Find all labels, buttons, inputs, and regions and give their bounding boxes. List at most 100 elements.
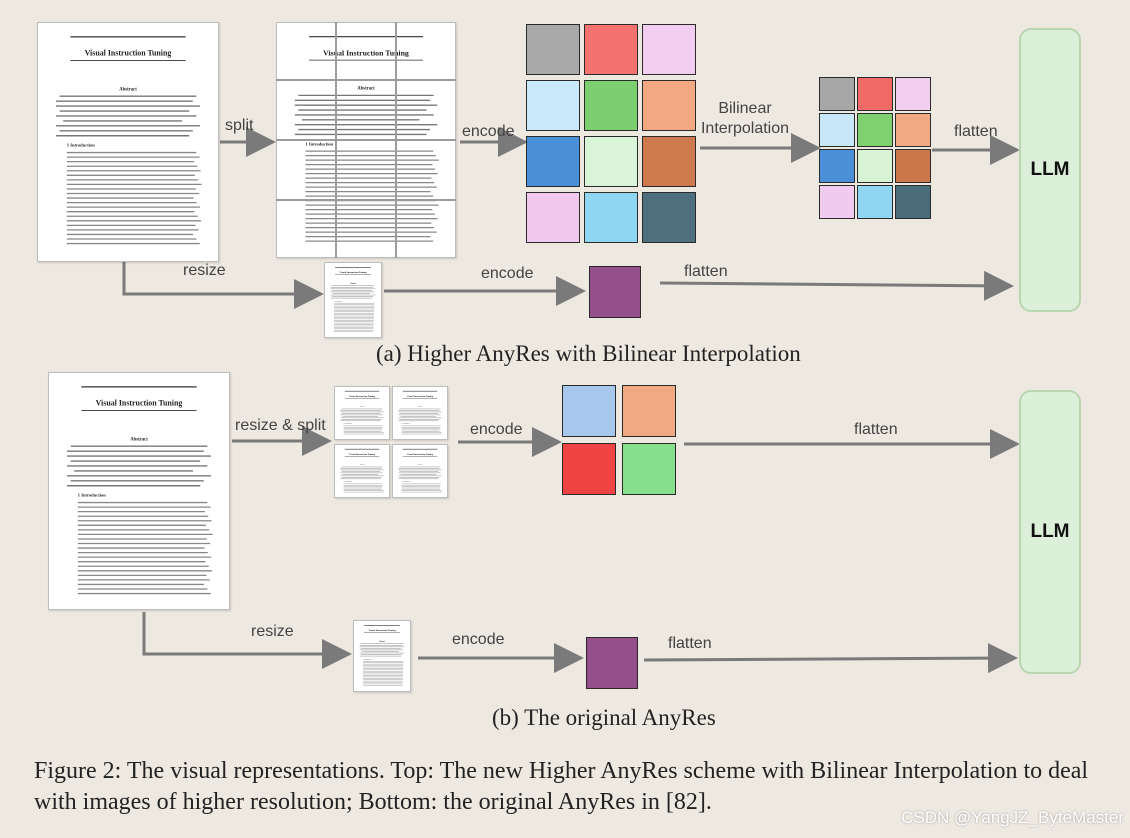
label-resize-split: resize & split xyxy=(235,417,326,434)
patch-tile xyxy=(526,136,580,187)
intro-heading: 1 Introduction xyxy=(78,493,106,498)
patch-tile xyxy=(819,149,855,183)
label-flatten-low: flatten xyxy=(684,263,728,280)
paper-background xyxy=(335,387,389,439)
patch-tile xyxy=(642,80,696,131)
label-flatten-b: flatten xyxy=(854,421,898,438)
patch-tile xyxy=(584,136,638,187)
patch-tile xyxy=(642,192,696,243)
intro-heading: 1 Introduction xyxy=(363,658,372,660)
arrow-resize-b xyxy=(142,612,352,669)
low-res-tile-top xyxy=(589,266,641,318)
watermark: CSDN @YangJZ_ByteMaster xyxy=(901,808,1124,827)
abstract-heading: Abstract xyxy=(417,463,423,466)
label-bilinear-line2: Interpolation xyxy=(700,120,790,137)
paper-title: Visual Instruction Tuning xyxy=(85,49,172,58)
intro-heading: 1 Introduction xyxy=(305,141,333,146)
paper-background xyxy=(393,387,447,439)
label-encode: encode xyxy=(462,123,515,140)
patch-tile xyxy=(642,136,696,187)
arrow-resize xyxy=(122,262,324,309)
label-split: split xyxy=(225,117,254,134)
patch-tile xyxy=(562,385,616,437)
label-flatten: flatten xyxy=(954,123,998,140)
patch-tile xyxy=(584,80,638,131)
abstract-heading: Abstract xyxy=(119,87,137,92)
paper-title: Visual Instruction Tuning xyxy=(96,399,183,408)
patch-tile xyxy=(819,185,855,219)
patch-tile xyxy=(895,77,931,111)
label-resize-b: resize xyxy=(251,623,294,640)
paper-title: Visual Instruction Tuning xyxy=(369,629,397,632)
patch-tile xyxy=(857,77,893,111)
arrow-flatten-low xyxy=(659,270,1014,301)
llm-label: LLM xyxy=(1030,521,1070,542)
label-encode-b: encode xyxy=(470,421,523,438)
low-res-tile-bottom xyxy=(586,637,638,689)
patch-tile xyxy=(526,80,580,131)
paper-title: Visual Instruction Tuning xyxy=(407,395,434,398)
patch-tile xyxy=(584,24,638,75)
paper-title: Visual Instruction Tuning xyxy=(323,48,409,57)
abstract-heading: Abstract xyxy=(357,87,375,92)
paper-background xyxy=(335,445,389,497)
label-resize: resize xyxy=(183,262,226,279)
llm-box-bottom: LLM xyxy=(1019,390,1081,674)
label-flatten-low-b: flatten xyxy=(668,635,712,652)
abstract-heading: Abstract xyxy=(359,463,365,466)
patch-tile xyxy=(642,24,696,75)
caption-a: (a) Higher AnyRes with Bilinear Interpol… xyxy=(376,341,801,366)
paper-background xyxy=(393,445,447,497)
intro-heading: 1 Introduction xyxy=(402,481,411,483)
abstract-heading: Abstract xyxy=(130,437,148,442)
patch-tile xyxy=(895,149,931,183)
llm-box-top: LLM xyxy=(1019,28,1081,312)
patch-tile xyxy=(857,113,893,147)
intro-heading: 1 Introduction xyxy=(344,423,353,425)
label-bilinear-line1: Bilinear xyxy=(718,100,772,117)
paper-background xyxy=(49,373,229,609)
intro-heading: 1 Introduction xyxy=(334,300,343,302)
intro-heading: 1 Introduction xyxy=(344,481,353,483)
patch-tile xyxy=(622,443,676,495)
label-encode-low: encode xyxy=(481,265,534,282)
intro-heading: 1 Introduction xyxy=(67,143,95,148)
patch-tile xyxy=(526,192,580,243)
paper-title: Visual Instruction Tuning xyxy=(407,453,434,456)
patch-tile xyxy=(895,185,931,219)
paper-title: Visual Instruction Tuning xyxy=(340,271,368,274)
patch-tile xyxy=(895,113,931,147)
patch-tile xyxy=(622,385,676,437)
figure-caption: Figure 2: The visual representations. To… xyxy=(34,758,1089,815)
label-encode-low-b: encode xyxy=(452,631,505,648)
paper-title: Visual Instruction Tuning xyxy=(349,453,376,456)
caption-b: (b) The original AnyRes xyxy=(492,705,716,730)
patch-tile xyxy=(819,77,855,111)
arrow-flatten-low-b xyxy=(643,643,1018,674)
patch-tile xyxy=(584,192,638,243)
patch-tile xyxy=(857,149,893,183)
intro-heading: 1 Introduction xyxy=(402,423,411,425)
abstract-heading: Abstract xyxy=(417,405,423,408)
abstract-heading: Abstract xyxy=(379,640,385,643)
patch-tile xyxy=(562,443,616,495)
abstract-heading: Abstract xyxy=(359,405,365,408)
